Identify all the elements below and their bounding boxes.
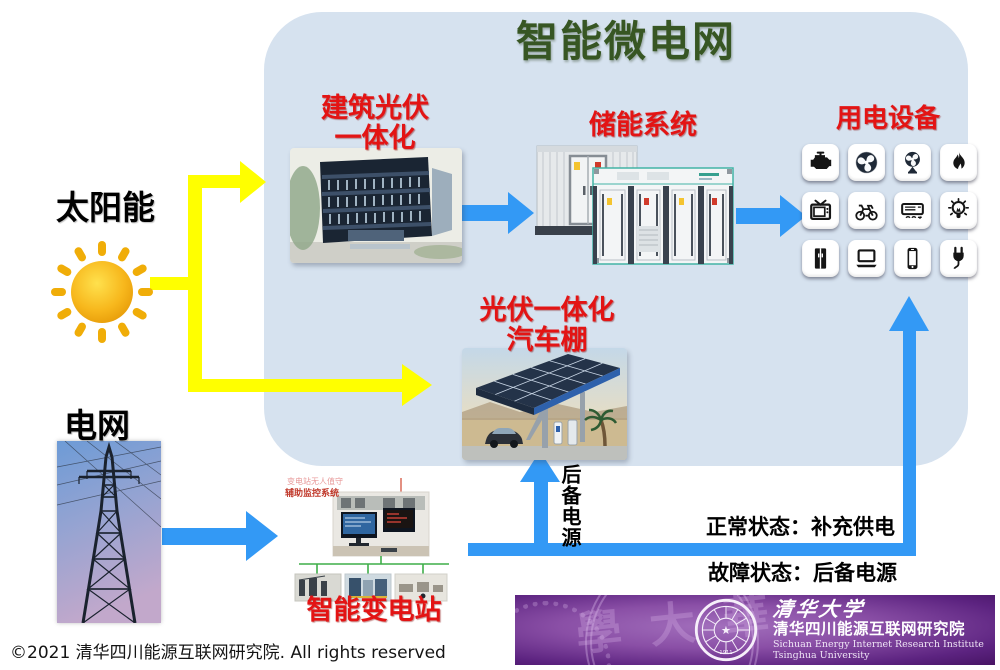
building-pv-label-line2: 一体化 [334, 123, 416, 154]
sun-connector-segment [150, 277, 194, 290]
refrigerator-icon [807, 245, 834, 272]
smartphone-icon-tile [894, 240, 931, 277]
storage-system-label: 储能系统 [589, 110, 697, 141]
sun-icon [51, 241, 153, 343]
air-conditioner-icon [899, 197, 926, 224]
institute-banner: 學大華 ★ 1911 清华大学 清华 [515, 595, 995, 665]
copyright-text: ©2021 清华四川能源互联网研究院. All rights reserved [10, 643, 446, 663]
university-name-en: Tsinghua University [773, 650, 870, 661]
backup-to-devices-arrowhead [889, 296, 929, 331]
power-plug-icon [945, 245, 972, 272]
fault-state-text: 故障状态：后备电源 [708, 561, 897, 585]
engine-icon [807, 149, 834, 176]
smartphone-icon [899, 245, 926, 272]
light-bulb-icon-tile [940, 192, 977, 229]
building-to-storage-arrow-shaft [462, 205, 508, 221]
substation-photo: 变电站无人值守 辅助监控系统 [283, 476, 463, 602]
emblem-year: 1911 [719, 650, 732, 656]
substation-overlay-line2: 辅助监控系统 [285, 489, 340, 499]
diagram-title: 智能微电网 [516, 17, 737, 66]
building-pv-label-line1: 建筑光伏 [321, 93, 429, 124]
solar-arrow-vertical-segment [188, 176, 202, 392]
air-conditioner-icon-tile [894, 192, 931, 229]
carport-label: 光伏一体化 汽车棚 [467, 296, 627, 356]
grid-label: 电网 [64, 406, 130, 445]
carport-label-line2: 汽车棚 [506, 325, 588, 356]
transmission-tower-photo [57, 441, 161, 623]
devices-grid [802, 144, 980, 277]
refrigerator-icon-tile [802, 240, 839, 277]
solar-label: 太阳能 [56, 188, 155, 227]
grid-to-substation-arrow-shaft [162, 528, 246, 545]
engine-icon-tile [802, 144, 839, 181]
desk-fan-icon-tile [894, 144, 931, 181]
solar-arrow-top-segment [188, 175, 240, 188]
laptop-icon-tile [848, 240, 885, 277]
normal-state-text: 正常状态：补充供电 [706, 515, 895, 539]
backup-power-label: 后备电源 [558, 464, 582, 548]
laptop-icon [853, 245, 880, 272]
backup-line-to-carport [534, 482, 548, 545]
storage-to-devices-arrow-shaft [736, 208, 780, 224]
turbine-fan-icon-tile [848, 144, 885, 181]
institute-name-cn: 清华四川能源互联网研究院 [773, 620, 966, 638]
banner-text-block: 清华大学 清华四川能源互联网研究院 Sichuan Energy Interne… [771, 597, 984, 661]
flame-icon [945, 149, 972, 176]
light-bulb-icon [945, 197, 972, 224]
desk-fan-icon [899, 149, 926, 176]
svg-text:★: ★ [721, 624, 731, 637]
substation-label: 智能变电站 [306, 595, 442, 626]
solar-arrow-bottom-segment [188, 379, 402, 392]
carport-label-line1: 光伏一体化 [479, 295, 615, 326]
solar-to-carport-arrowhead [402, 364, 432, 406]
tv-icon-tile [802, 192, 839, 229]
storage-to-devices-arrowhead [780, 195, 806, 237]
solar-to-building-arrowhead [240, 161, 266, 203]
devices-label: 用电设备 [835, 104, 940, 134]
tsinghua-emblem: ★ 1911 [694, 598, 758, 662]
backup-line-to-devices [903, 331, 916, 556]
substation-illustration [294, 478, 449, 602]
grid-to-substation-arrowhead [246, 511, 278, 561]
institute-name-en: Sichuan Energy Internet Research Institu… [773, 639, 984, 650]
flame-icon-tile [940, 144, 977, 181]
tv-icon [807, 197, 834, 224]
building-to-storage-arrowhead [508, 192, 534, 234]
storage-system-photo [535, 145, 734, 265]
e-bike-icon [853, 197, 880, 224]
e-bike-icon-tile [848, 192, 885, 229]
carport-photo [462, 348, 627, 460]
building-pv-photo [290, 148, 462, 263]
university-script-name: 清华大学 [771, 597, 867, 621]
building-pv-label: 建筑光伏 一体化 [295, 94, 455, 154]
substation-overlay-line1: 变电站无人值守 [287, 477, 343, 486]
power-plug-icon-tile [940, 240, 977, 277]
substation-output-line [468, 543, 916, 556]
turbine-fan-icon [853, 149, 880, 176]
